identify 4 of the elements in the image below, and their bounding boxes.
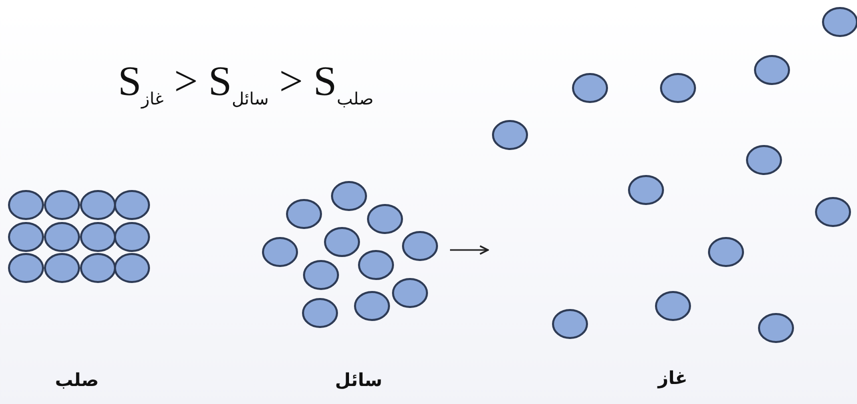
arrow [450,245,489,255]
state-label: صلب [55,370,99,391]
state-label: غاز [658,368,688,389]
state-label: سائل [335,370,382,391]
